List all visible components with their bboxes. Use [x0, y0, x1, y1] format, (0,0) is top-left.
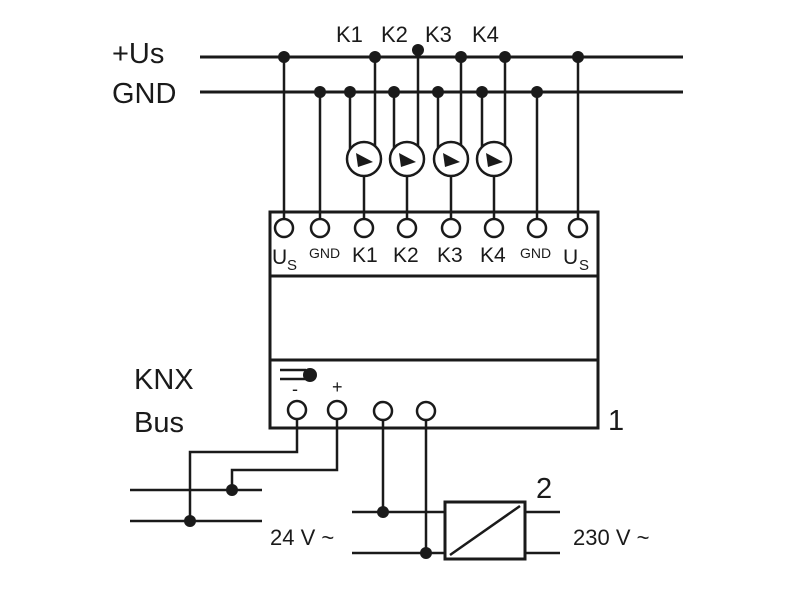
power-supply-diagonal: [449, 504, 521, 557]
mains-voltage-label: 230 V ~: [573, 525, 649, 550]
knx-bus-wiring: [130, 419, 339, 527]
junction-gnd-right: [531, 86, 543, 98]
us-rail-label: +Us: [112, 38, 164, 70]
contact-branch-k1: [344, 51, 383, 219]
contact-label-k3: K3: [425, 22, 452, 47]
contact-label-k1: K1: [336, 22, 363, 47]
terminal-bus-plus: [326, 399, 348, 421]
terminal-gnd-left: [309, 217, 331, 239]
bus-plus-sign: +: [332, 377, 343, 397]
contact-branch-k4: [475, 51, 513, 219]
knx-bus-label-line2: Bus: [134, 407, 184, 439]
terminal-label-us-left: U: [272, 246, 287, 269]
terminal-label-us-right-sub: S: [579, 257, 589, 274]
terminal-k4: [483, 217, 505, 239]
contact-label-k2: K2: [381, 22, 408, 47]
junction-gnd-left: [314, 86, 326, 98]
terminal-label-k4: K4: [480, 244, 506, 267]
terminal-aux-2: [415, 400, 437, 422]
power-supply-box: [443, 500, 527, 561]
device-number: 1: [608, 405, 624, 437]
terminal-k1: [353, 217, 375, 239]
terminal-bus-minus: [286, 399, 308, 421]
power-supply-number: 2: [536, 473, 552, 505]
terminal-label-k2: K2: [393, 244, 419, 267]
bus-minus-sign: -: [292, 379, 298, 399]
terminal-label-us-right: U: [563, 246, 578, 269]
junction-us-right: [572, 51, 584, 63]
programming-led-icon: [280, 368, 317, 382]
contact-label-k4: K4: [472, 22, 499, 47]
terminal-label-us-left-sub: S: [287, 257, 297, 274]
power-supply-wiring: [352, 420, 560, 559]
secondary-voltage-label: 24 V ~: [270, 525, 334, 550]
device-housing: [268, 210, 600, 430]
terminal-k2: [396, 217, 418, 239]
terminal-label-k3: K3: [437, 244, 463, 267]
junction-us-left: [278, 51, 290, 63]
terminal-label-k1: K1: [352, 244, 378, 267]
terminal-gnd-right: [526, 217, 548, 239]
terminal-aux-1: [372, 400, 394, 422]
terminal-us-right: [567, 217, 589, 239]
contact-branch-k3: [432, 51, 470, 219]
terminal-label-gnd-left: GND: [309, 245, 340, 261]
terminal-k3: [440, 217, 462, 239]
knx-bus-label-line1: KNX: [134, 364, 194, 396]
terminal-us-left: [273, 217, 295, 239]
contact-branch-k2: [388, 44, 426, 219]
terminal-label-gnd-right: GND: [520, 245, 551, 261]
top-terminal-row: [273, 217, 589, 239]
gnd-rail-label: GND: [112, 78, 176, 110]
